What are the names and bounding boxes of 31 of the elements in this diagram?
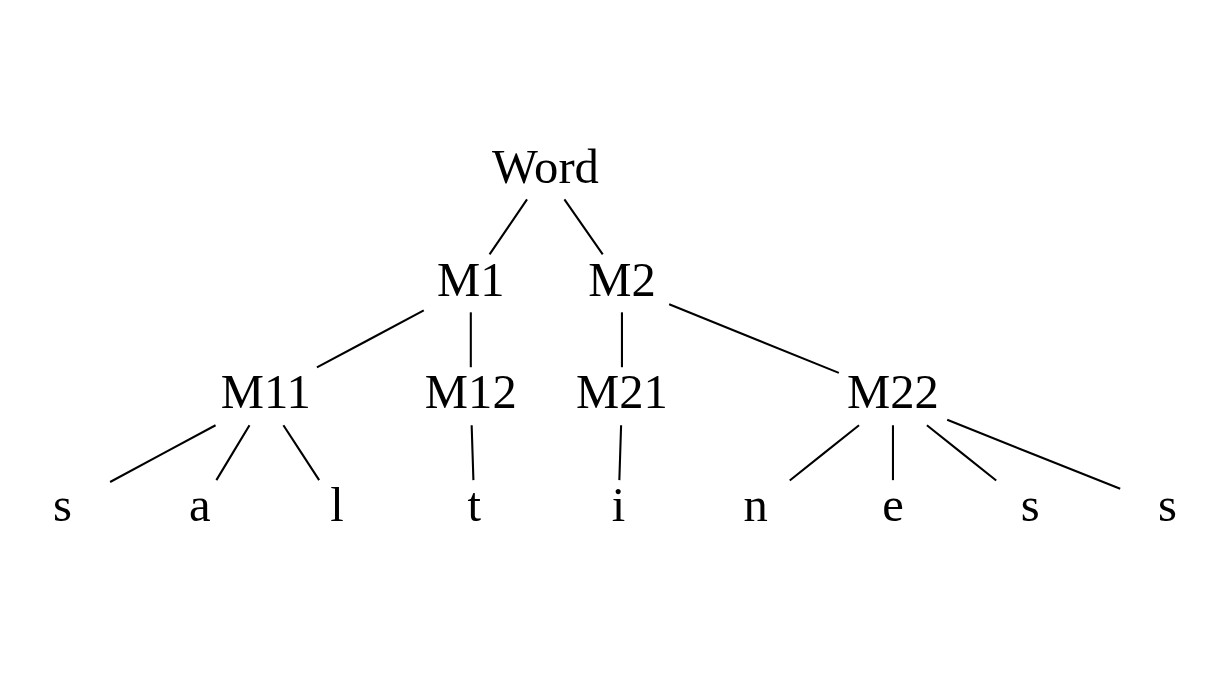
connector [618,425,623,481]
connector [946,418,1121,490]
node-text: Word [492,139,599,194]
node-text: s [1020,478,1040,533]
node-text: M22 [847,365,939,420]
connector [926,424,997,482]
connector [668,303,840,374]
node-text: e [882,478,904,533]
connector [316,309,425,369]
connector [215,424,251,481]
node-text: t [467,478,482,533]
connector [109,424,217,483]
connector [891,425,894,481]
node-text: M2 [588,252,656,307]
node-text: i [611,478,626,533]
connector [563,198,604,255]
node-text: M21 [576,365,668,420]
connector [282,424,320,481]
node-text: M12 [424,365,517,420]
node-text: M1 [437,252,505,307]
connector [620,312,623,368]
node-text: a [188,478,211,533]
node-text: M11 [220,365,311,420]
node-text: l [330,478,344,533]
connector [789,424,860,482]
connector [488,198,528,255]
connector [470,425,475,481]
node-text: s [1157,478,1177,533]
connector [469,312,472,368]
node-text: n [743,478,768,533]
node-text: s [53,478,73,533]
